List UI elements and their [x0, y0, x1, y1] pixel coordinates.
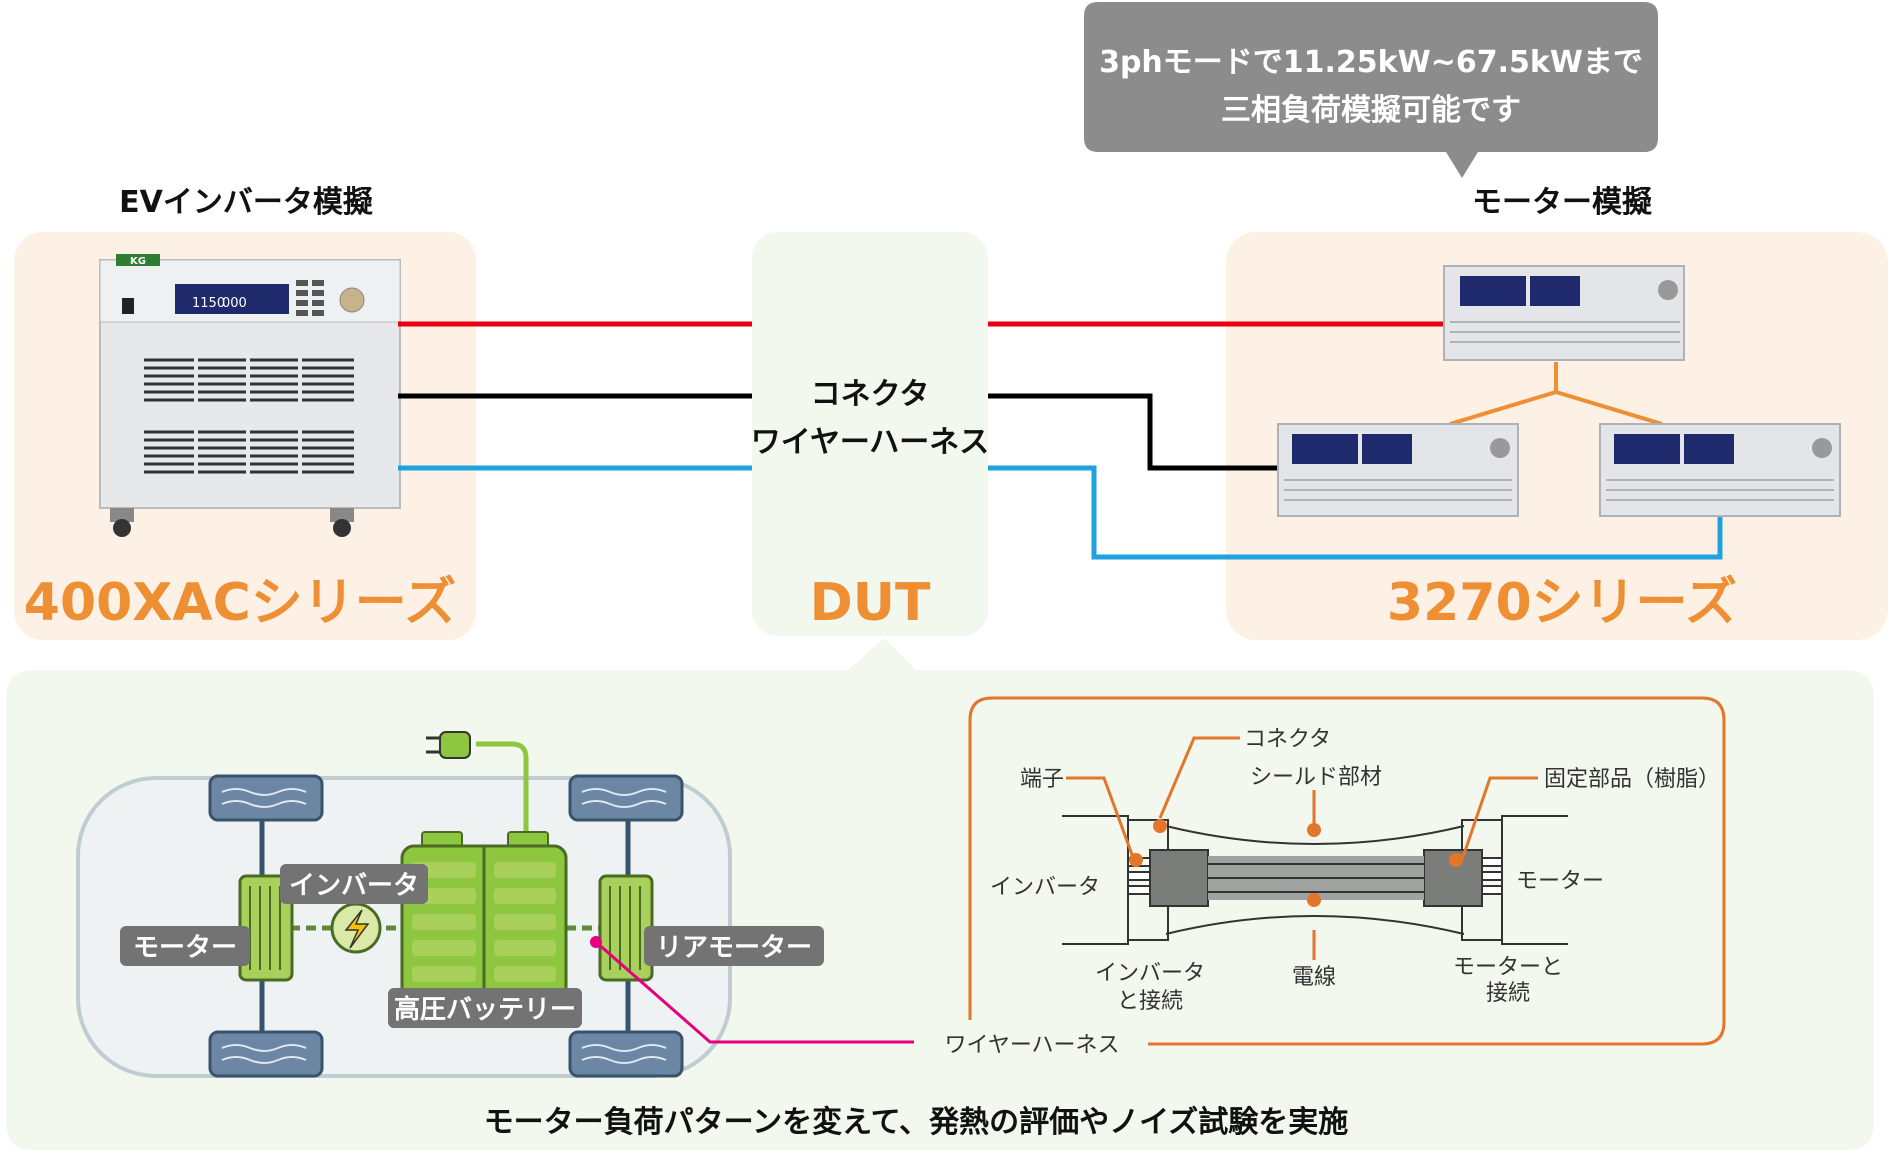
inverter-tag	[280, 864, 428, 904]
label-connector: コネクタ	[1244, 727, 1331, 752]
wheel-front-right	[568, 774, 684, 822]
motor-tag-text: モーター	[133, 933, 237, 963]
battery-tag-text: 高圧バッテリー	[394, 994, 576, 1025]
ac-source-display	[175, 284, 289, 314]
display-value-1: 1150	[192, 296, 225, 311]
harness-pointer-line	[595, 940, 914, 1044]
label-motor-connect-1: モーターと	[1453, 955, 1563, 980]
load-unit-top	[1443, 265, 1685, 361]
callout-bubble	[1084, 2, 1658, 178]
label-shield: シールド部材	[1250, 765, 1382, 790]
blue-line-right	[988, 465, 1723, 560]
charging-cable	[476, 741, 529, 842]
label-inverter-connect-1: インバータ	[1095, 961, 1205, 986]
callout-line-2: 三相負荷模擬可能です	[1221, 93, 1521, 128]
black-line-right	[988, 393, 1280, 471]
connector-left	[1149, 849, 1209, 907]
load-unit-left	[1277, 423, 1519, 517]
dut-panel	[752, 232, 988, 636]
inverter-tag-text: インバータ	[289, 871, 419, 901]
dut-title: DUT	[810, 573, 931, 633]
branch-line-right	[1555, 390, 1663, 426]
label-terminal: 端子	[1020, 767, 1064, 792]
footer-caption: モーター負荷パターンを変えて、発熱の評価やノイズ試験を実施	[484, 1105, 1349, 1140]
plug-icon	[426, 731, 471, 759]
dut-label-line-1: コネクタ	[811, 377, 930, 412]
callout-line-1: 3phモードで11.25kW~67.5kWまで	[1099, 45, 1643, 80]
front-motor	[238, 874, 294, 982]
motor-series-title: 3270シリーズ	[1387, 573, 1737, 633]
label-motor-connect-2: 接続	[1486, 981, 1530, 1006]
lightning-icon	[330, 902, 382, 954]
dut-label-line-2: ワイヤーハーネス	[751, 425, 990, 460]
harness-frame-label: ワイヤーハーネス	[945, 1033, 1120, 1058]
rear-motor	[598, 874, 654, 982]
label-motor: モーター	[1516, 869, 1604, 894]
wheel-rear-right	[568, 1030, 684, 1078]
battery-pack	[400, 831, 568, 1012]
harness-frame	[968, 696, 1726, 1046]
motor-tag	[120, 926, 250, 966]
label-fixing-part: 固定部品（樹脂）	[1544, 767, 1720, 792]
inverter-heading: EVインバータ模擬	[119, 185, 373, 220]
display-value-2: 000	[222, 296, 247, 311]
label-inverter: インバータ	[990, 875, 1100, 900]
wire-bundle	[1208, 856, 1424, 900]
rear-motor-tag	[644, 926, 824, 966]
device-logo: KG	[130, 256, 146, 267]
ac-source-device: KG 1150 000	[99, 254, 401, 537]
battery-tag	[388, 988, 582, 1028]
shield-top	[1165, 825, 1465, 845]
label-inverter-connect-2: と接続	[1117, 989, 1183, 1014]
wheel-rear-left	[208, 1030, 324, 1078]
wheel-front-left	[208, 774, 324, 822]
rear-motor-tag-text: リアモーター	[656, 933, 812, 963]
motor-heading: モーター模擬	[1472, 185, 1652, 220]
load-unit-right	[1599, 423, 1841, 517]
label-wire: 電線	[1292, 965, 1336, 990]
shield-bottom	[1165, 915, 1465, 935]
inverter-series-title: 400XACシリーズ	[24, 573, 456, 633]
